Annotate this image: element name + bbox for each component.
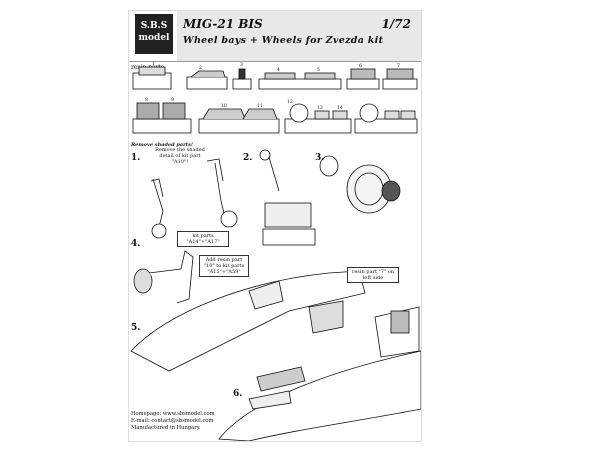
step-4-label: 4.: [131, 239, 141, 249]
step-2-label: 2.: [243, 153, 253, 163]
scale-label: 1/72: [381, 17, 411, 31]
assembly-drawing: 1 2 3 4 5 6 7 8 9 10 11 12 13 14: [130, 61, 421, 441]
step3-wheel: [319, 155, 401, 214]
callout-5: 5: [317, 67, 320, 73]
callout-13: 13: [317, 105, 323, 111]
page-title: MIG-21 BIS: [183, 17, 263, 31]
step-6-label: 6.: [233, 389, 243, 399]
part-10-11: [198, 108, 280, 134]
part-3: [232, 68, 252, 90]
instruction-sheet: S.B.S model MIG-21 BIS 1/72 Wheel bays +…: [128, 10, 422, 442]
callout-11: 11: [257, 103, 263, 109]
footer: Homepage: www.sbsmodel.com E-mail: conta…: [131, 411, 215, 432]
callout-6: 6: [359, 63, 362, 69]
part-7: [382, 68, 418, 90]
part-2: [186, 70, 228, 90]
logo-line1: S.B.S: [140, 21, 168, 31]
step4-leg: [133, 250, 194, 304]
part-6: [346, 68, 380, 90]
callout-7: 7: [397, 63, 400, 69]
part-12-13-14: [284, 103, 352, 134]
part-4-5: [258, 72, 342, 90]
callout-14: 14: [337, 105, 343, 111]
note-remove-detail: Remove the shaded detail of kit part "A1…: [153, 147, 207, 165]
note-left-side: resin part "7" on left side: [347, 267, 399, 283]
logo-line2: model: [138, 33, 170, 43]
sbs-logo: S.B.S model: [135, 14, 173, 54]
step1-landing-gear: [150, 158, 238, 239]
footer-email: E-mail: contact@sbsmodel.com: [131, 418, 214, 424]
footer-made: Manufactured in Hungary.: [131, 425, 201, 431]
part-12-13-14-b: [354, 103, 418, 134]
note-kit-parts: kit parts "A14"+"A17": [177, 231, 229, 247]
callout-1: 1: [152, 61, 155, 67]
callout-8: 8: [145, 97, 148, 103]
step-3-label: 3.: [315, 153, 325, 163]
step-5-label: 5.: [131, 323, 141, 333]
callout-9: 9: [171, 97, 174, 103]
step6-fuselage: [218, 350, 421, 441]
header: S.B.S model MIG-21 BIS 1/72 Wheel bays +…: [129, 11, 421, 62]
header-band: [177, 11, 421, 61]
callout-4: 4: [277, 67, 280, 73]
step-1-label: 1.: [131, 153, 141, 163]
callout-10: 10: [221, 103, 227, 109]
callout-3: 3: [240, 62, 243, 68]
step2-wheel-bay: [259, 149, 316, 246]
step5-fuselage: [130, 270, 366, 372]
callout-12: 12: [287, 99, 293, 105]
part-1: [132, 66, 172, 90]
footer-homepage: Homepage: www.sbsmodel.com: [131, 411, 215, 417]
callout-2: 2: [199, 65, 202, 71]
note-add-resin: Add resin part "10" to kit parts "A15"+"…: [199, 255, 249, 277]
page-subtitle: Wheel bays + Wheels for Zvezda kit: [183, 35, 384, 46]
part-8-9: [132, 102, 192, 134]
step5-right-bay: [374, 306, 420, 358]
remove-shaded-note: Remove shaded parts!: [131, 142, 194, 148]
